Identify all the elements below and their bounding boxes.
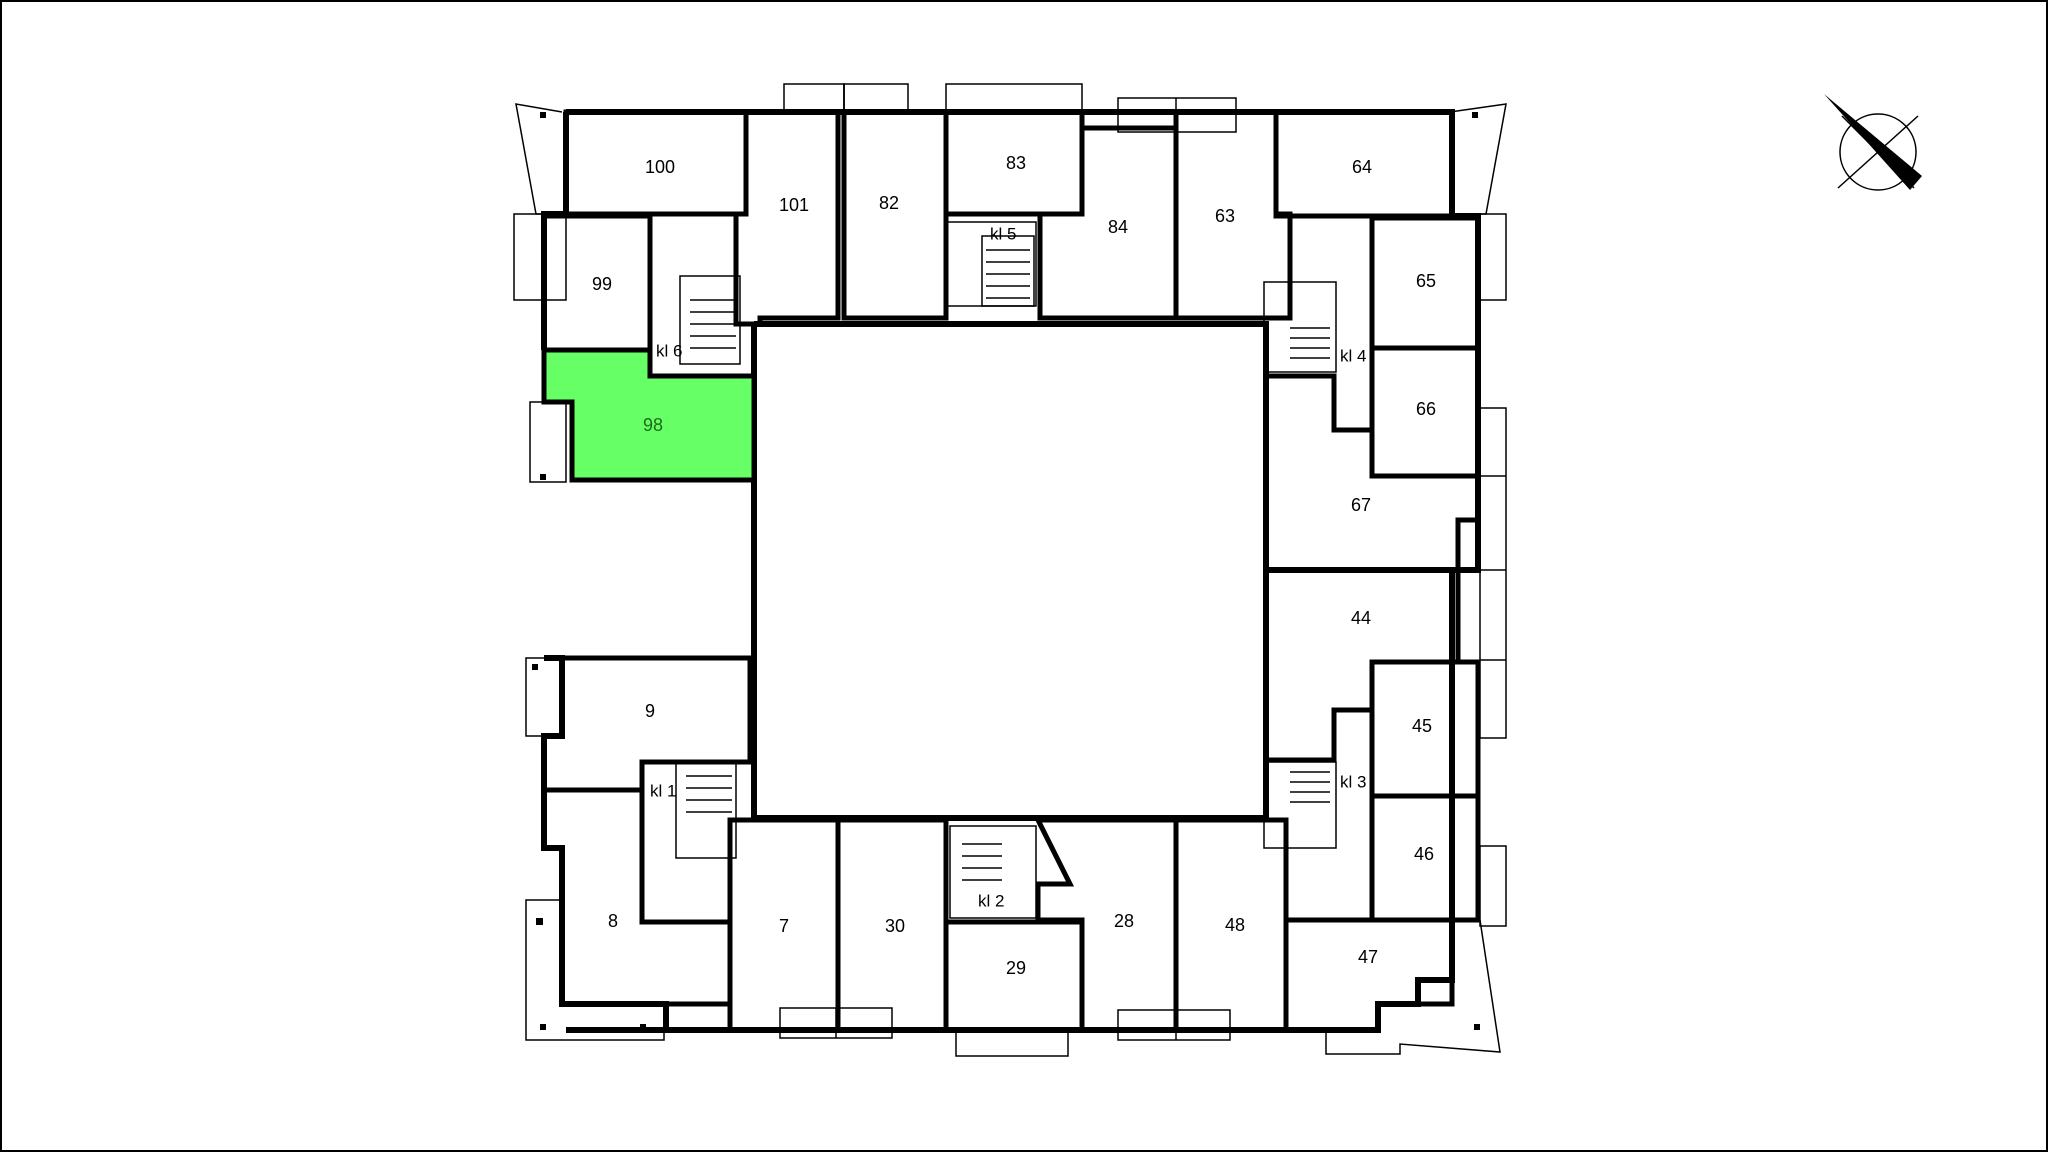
unit-label-66: 66 — [1416, 399, 1436, 419]
unit-label-48: 48 — [1225, 915, 1245, 935]
unit-label-47: 47 — [1358, 947, 1378, 967]
unit-label-46: 46 — [1414, 844, 1434, 864]
north-arrow-icon — [1824, 94, 1922, 191]
unit-label-82: 82 — [879, 193, 899, 213]
unit-label-30: 30 — [885, 916, 905, 936]
staircase-label-kl6: kl 6 — [656, 341, 682, 360]
staircase-label-kl5: kl 5 — [990, 224, 1016, 243]
unit-101[interactable] — [733, 109, 841, 327]
unit-label-84: 84 — [1108, 217, 1128, 237]
unit-label-101: 101 — [779, 195, 809, 215]
wall-markers — [532, 112, 1480, 1030]
unit-label-99: 99 — [592, 274, 612, 294]
unit-label-7: 7 — [779, 916, 789, 936]
staircase-label-kl4: kl 4 — [1340, 346, 1366, 365]
staircase-label-kl2: kl 2 — [978, 891, 1004, 910]
unit-46[interactable] — [1369, 793, 1481, 923]
staircase-label-kl1: kl 1 — [650, 781, 676, 800]
unit-label-44: 44 — [1351, 608, 1371, 628]
unit-98[interactable] — [541, 347, 757, 483]
unit-label-100: 100 — [645, 157, 675, 177]
unit-label-64: 64 — [1352, 157, 1372, 177]
stair-symbols — [675, 221, 1337, 919]
unit-labels: 100 101 82 83 84 63 64 99 98 65 66 67 44… — [592, 153, 1436, 978]
unit-82[interactable] — [841, 109, 949, 321]
units — [541, 109, 1481, 1033]
unit-label-67: 67 — [1351, 495, 1371, 515]
unit-label-98: 98 — [643, 415, 663, 435]
unit-label-63: 63 — [1215, 206, 1235, 226]
unit-label-45: 45 — [1412, 716, 1432, 736]
staircase-label-kl3: kl 3 — [1340, 772, 1366, 791]
unit-9[interactable] — [541, 655, 753, 793]
unit-label-28: 28 — [1114, 911, 1134, 931]
unit-label-8: 8 — [608, 911, 618, 931]
unit-label-83: 83 — [1006, 153, 1026, 173]
unit-47[interactable] — [1283, 917, 1455, 1033]
unit-8[interactable] — [541, 787, 733, 1007]
unit-label-65: 65 — [1416, 271, 1436, 291]
unit-label-9: 9 — [645, 701, 655, 721]
staircase-labels: kl 1 kl 2 kl 3 kl 4 kl 5 kl 6 — [650, 224, 1366, 910]
unit-label-29: 29 — [1006, 958, 1026, 978]
